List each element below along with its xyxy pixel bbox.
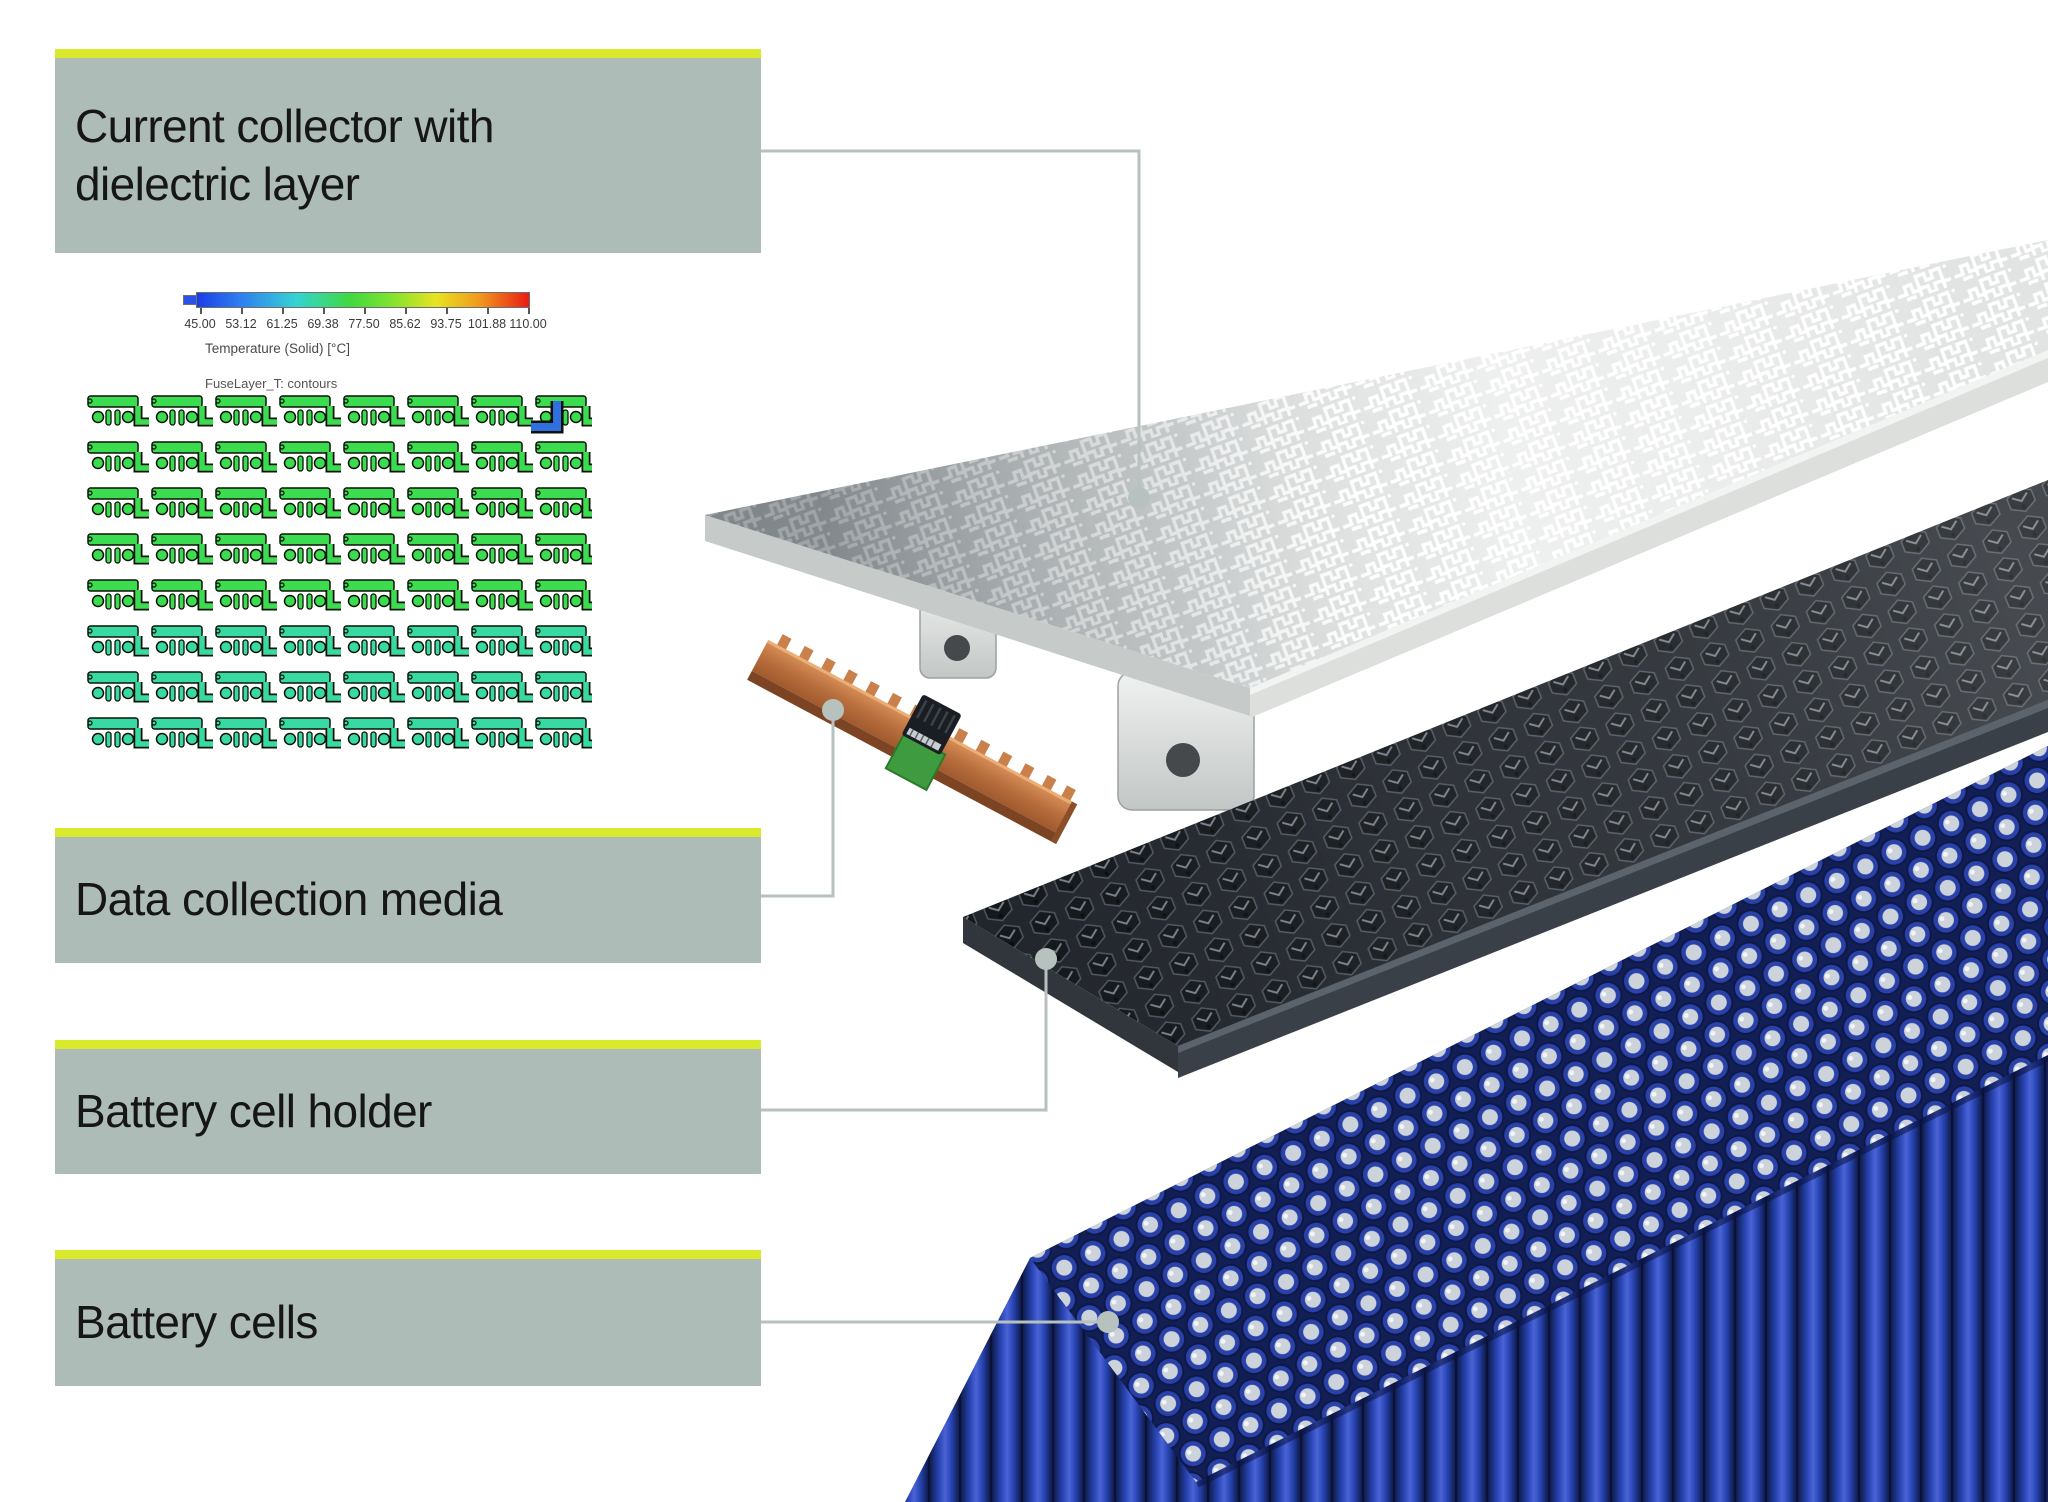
colorbar-tick: [282, 308, 284, 314]
label-text: Battery cell holder: [75, 1084, 432, 1137]
leader-line-cell-holder: [761, 959, 1048, 1112]
label-text: Battery cells: [75, 1295, 318, 1348]
colorbar-left-tab: [183, 295, 197, 305]
colorbar-tick: [364, 308, 366, 314]
battery-cells: [905, 746, 2048, 1502]
leader-dot-current-collector: [1128, 487, 1150, 509]
colorbar-tick: [405, 308, 407, 314]
leader-dot-cell-holder: [1035, 948, 1057, 970]
colorbar-tick-label: 53.12: [225, 317, 257, 331]
label-data-collection-media: Data collection media: [55, 828, 761, 963]
label-text: Data collection media: [75, 873, 503, 926]
label-battery-cell-holder: Battery cell holder: [55, 1040, 761, 1174]
leader-dot-battery-cells: [1097, 1311, 1119, 1333]
battery-cell-holder: [963, 480, 2048, 1078]
strip-connector: [884, 695, 961, 792]
label-current-collector: Current collector with dielectric layer: [55, 49, 761, 253]
colorbar-tick-label: 77.50: [348, 317, 380, 331]
colorbar-tick: [200, 308, 202, 314]
data-collection-strip: [747, 634, 1078, 845]
colorbar-tick: [241, 308, 243, 314]
colorbar-tick: [446, 308, 448, 314]
thermal-colorbar: [196, 292, 530, 308]
leader-line-data-collection: [761, 710, 835, 898]
colorbar-tick: [487, 308, 489, 314]
label-battery-cells: Battery cells: [55, 1250, 761, 1386]
colorbar-tick: [323, 308, 325, 314]
colorbar-tick-label: 93.75: [430, 317, 462, 331]
label-text-line1: Current collector with: [75, 99, 494, 152]
current-collector-plate: [705, 240, 2048, 811]
thermal-contour-plot: [87, 395, 592, 759]
colorbar-tick-label: 69.38: [307, 317, 339, 331]
colorbar-tick: [528, 308, 530, 314]
legend-subtitle: FuseLayer_T: contours: [205, 376, 338, 391]
colorbar-tick-label: 101.88: [467, 317, 507, 331]
legend-title: Temperature (Solid) [°C]: [205, 341, 350, 356]
leader-line-current-collector: [761, 149, 1141, 498]
mounting-flange-front: [1117, 671, 1255, 811]
colorbar-tick-label: 110.00: [509, 317, 547, 331]
colorbar-tick-label: 61.25: [266, 317, 298, 331]
leader-dot-data-collection: [822, 699, 844, 721]
colorbar-tick-label: 85.62: [389, 317, 421, 331]
label-text-line2: dielectric layer: [75, 157, 360, 210]
thermal-legend: 45.00 53.12 61.25 69.38 77.50 85.62 93.7…: [183, 292, 613, 422]
colorbar-tick-label: 45.00: [184, 317, 216, 331]
